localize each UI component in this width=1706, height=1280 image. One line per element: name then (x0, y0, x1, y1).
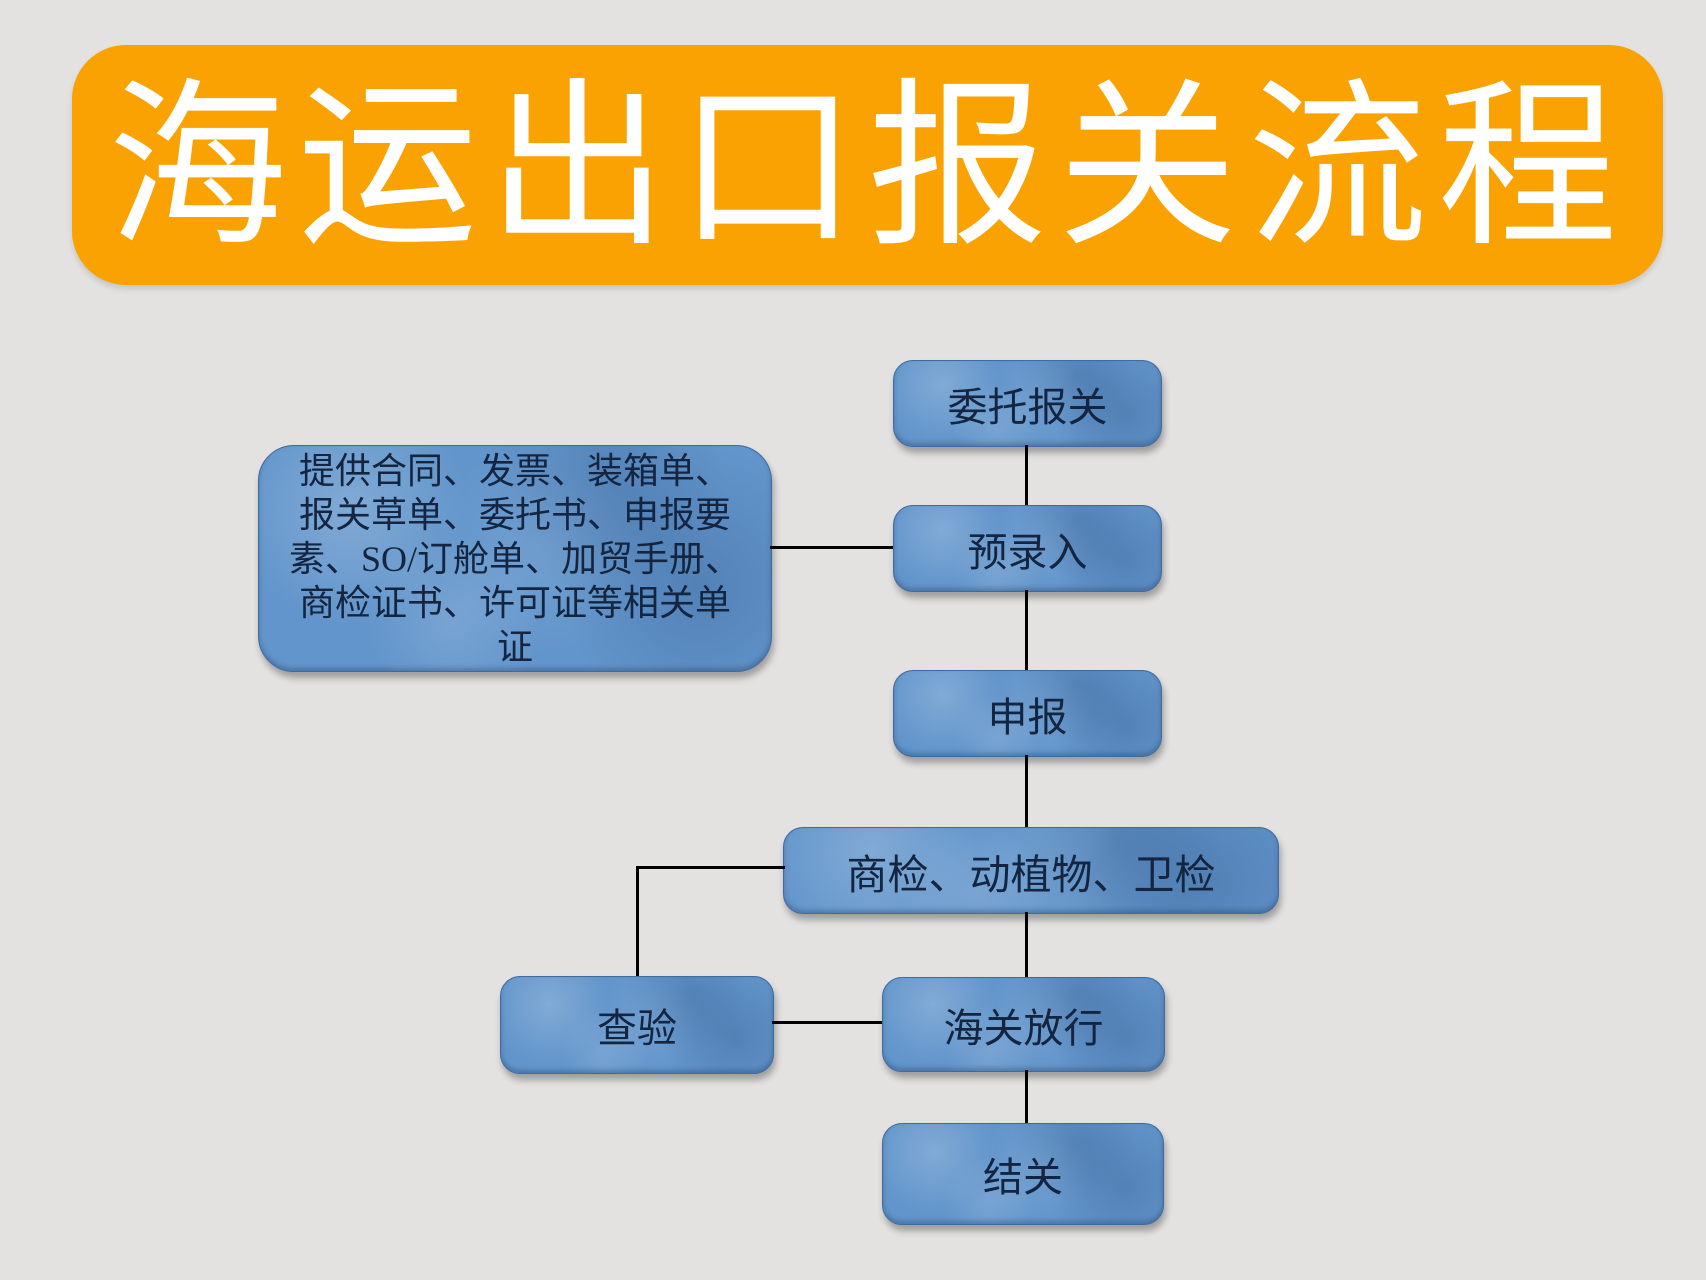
node-pre-entry: 预录入 (893, 505, 1162, 592)
documents-line: 报关草单、委托书、申报要 (298, 494, 731, 535)
page-title: 海运出口报关流程 (107, 67, 1628, 268)
connector-inspections-to-release (1025, 912, 1028, 977)
node-required-documents: 提供合同、发票、装箱单、 报关草单、委托书、申报要 素、SO/订舱单、加贸手册、… (258, 445, 772, 672)
connector-inspections-to-examination-horizontal (637, 866, 785, 869)
connector-preentry-to-declaration (1025, 590, 1028, 670)
node-customs-release-label: 海关放行 (943, 1005, 1104, 1051)
node-examination: 查验 (500, 976, 774, 1074)
node-inspections-label: 商检、动植物、卫检 (846, 851, 1216, 898)
connector-release-to-clearance (1025, 1070, 1028, 1123)
connector-declaration-to-inspections (1025, 755, 1028, 827)
documents-line: 素、SO/订舱单、加贸手册、 (288, 538, 742, 579)
node-customs-clearance: 结关 (882, 1123, 1164, 1225)
connector-documents-to-preentry (770, 546, 893, 549)
node-declaration: 申报 (893, 670, 1162, 757)
node-examination-label: 查验 (597, 1006, 677, 1051)
documents-line: 提供合同、发票、装箱单、 (298, 450, 731, 491)
documents-line: 商检证书、许可证等相关单 (298, 582, 731, 623)
connector-inspections-to-examination-vertical (636, 866, 639, 976)
title-banner: 海运出口报关流程 (72, 45, 1663, 285)
node-inspections: 商检、动植物、卫检 (783, 827, 1279, 914)
node-entrust-declaration: 委托报关 (893, 360, 1162, 447)
node-declaration-label: 申报 (987, 694, 1068, 740)
connector-examination-to-release (772, 1021, 882, 1024)
documents-line: 证 (496, 626, 533, 667)
node-pre-entry-label: 预录入 (967, 529, 1088, 575)
node-customs-release: 海关放行 (882, 977, 1165, 1072)
node-entrust-declaration-label: 委托报关 (947, 384, 1108, 430)
node-customs-clearance-label: 结关 (983, 1155, 1063, 1200)
connector-entrust-to-preentry (1025, 445, 1028, 505)
